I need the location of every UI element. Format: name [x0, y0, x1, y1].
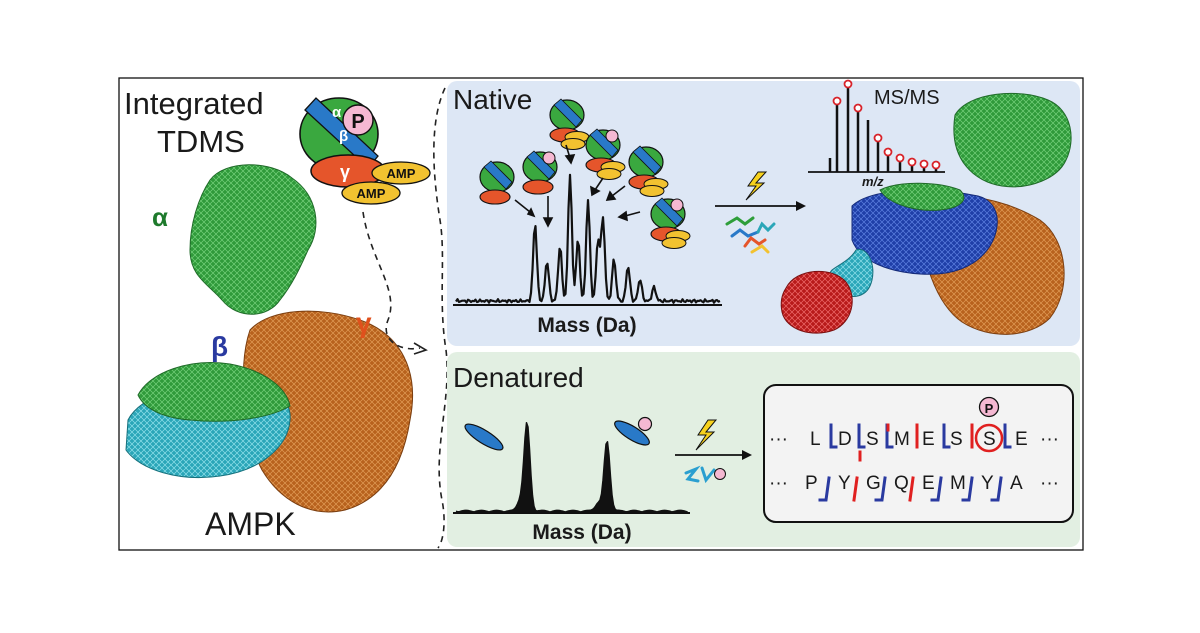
fragment-squiggles — [725, 216, 776, 254]
beta-cartoon-label: β — [339, 128, 348, 145]
mz-label: m/z — [862, 174, 884, 189]
msms-spectrum: MS/MS m/z — [808, 79, 945, 189]
title-line-2: TDMS — [157, 124, 245, 159]
sequence-ellipsis: ··· — [1040, 473, 1059, 494]
lightning-icon — [695, 419, 718, 451]
amp-ellipse-1 — [371, 161, 431, 185]
complex-cartoon — [522, 150, 558, 195]
beta-subunit-shape — [304, 97, 379, 169]
alpha-cartoon-label: α — [332, 104, 342, 121]
sequence-ellipsis: ··· — [769, 473, 788, 494]
alpha-lower-surface — [137, 362, 291, 422]
msms-fragment-markers — [832, 79, 941, 170]
native-structure — [780, 92, 1072, 335]
residue: L — [810, 429, 821, 450]
complex-cartoon — [585, 128, 626, 180]
beta-subunit-phospho — [614, 420, 650, 446]
ampk-schematic: P α β γ AMP AMP — [299, 97, 431, 205]
modified-residue-circle — [974, 423, 1004, 453]
title-line-1: Integrated — [124, 86, 264, 121]
residue: A — [1010, 473, 1023, 494]
phospho-site-label: P — [985, 401, 994, 416]
alpha-label: α — [152, 202, 168, 232]
residue: E — [1015, 429, 1028, 450]
beta-label: β — [211, 331, 228, 362]
sequence-coverage-box — [763, 384, 1074, 523]
denatured-spectrum-trace — [455, 421, 689, 514]
msms-label: MS/MS — [874, 87, 940, 109]
gamma-label: γ — [356, 307, 372, 338]
residue: S — [866, 429, 879, 450]
phospho-dot — [637, 416, 653, 432]
ampk-structure: α β γ — [125, 164, 414, 513]
sequence-ellipsis: ··· — [769, 429, 788, 450]
left-panel: Integrated TDMS P α β γ AMP AMP α β γ — [124, 86, 448, 549]
complex-name: AMPK — [205, 506, 296, 542]
residue: M — [894, 429, 910, 450]
phospho-label: P — [351, 111, 364, 133]
complex-cartoon — [650, 197, 691, 249]
residue: P — [805, 473, 818, 494]
native-panel: Native Mass (Da) — [447, 79, 1080, 346]
native-alpha-patch — [879, 182, 965, 211]
residue: D — [838, 429, 852, 450]
workflow-dashed-arrow — [362, 211, 421, 350]
phospho-fragment-dot — [714, 468, 726, 480]
denatured-panel: Denatured Mass (Da) ··· ··· ··· ··· L D … — [447, 352, 1080, 547]
phospho-circle — [342, 104, 374, 136]
residue: S — [950, 429, 963, 450]
native-xlabel: Mass (Da) — [537, 314, 636, 337]
denatured-xlabel: Mass (Da) — [532, 521, 631, 544]
amp-label-2: AMP — [357, 186, 386, 201]
residue: Y — [838, 473, 851, 494]
beta-subunit-free — [464, 423, 504, 451]
native-alpha-surface — [953, 92, 1072, 188]
sequence-ellipsis: ··· — [1040, 429, 1059, 450]
panel-separator-dashed — [433, 87, 448, 549]
denatured-title: Denatured — [453, 362, 584, 393]
fragmentation-arrowhead — [796, 201, 806, 211]
native-pointer-arrows — [514, 144, 641, 228]
residue: E — [922, 429, 935, 450]
residue: E — [922, 473, 935, 494]
denatured-fragmentation-arrowhead — [742, 450, 752, 460]
amp-label-1: AMP — [387, 166, 416, 181]
denatured-fragment-squiggles — [684, 465, 716, 484]
native-spectrum-trace — [455, 173, 721, 304]
fragment-cleavage-marks — [818, 423, 1012, 502]
alpha-surface — [189, 164, 317, 315]
workflow-arrowhead — [413, 342, 428, 355]
lightning-icon — [745, 171, 768, 201]
residue: G — [866, 473, 881, 494]
residue: Q — [894, 473, 909, 494]
residue: S — [983, 429, 996, 450]
native-title: Native — [453, 84, 532, 115]
native-complex-cartoons — [479, 98, 691, 249]
phospho-site-circle — [978, 396, 1000, 418]
residue: Y — [981, 473, 994, 494]
gamma-cartoon-label: γ — [340, 162, 350, 182]
native-red-domain-surface — [780, 270, 853, 334]
amp-ellipse-2 — [341, 181, 401, 205]
residue: M — [950, 473, 966, 494]
complex-cartoon — [479, 160, 515, 205]
